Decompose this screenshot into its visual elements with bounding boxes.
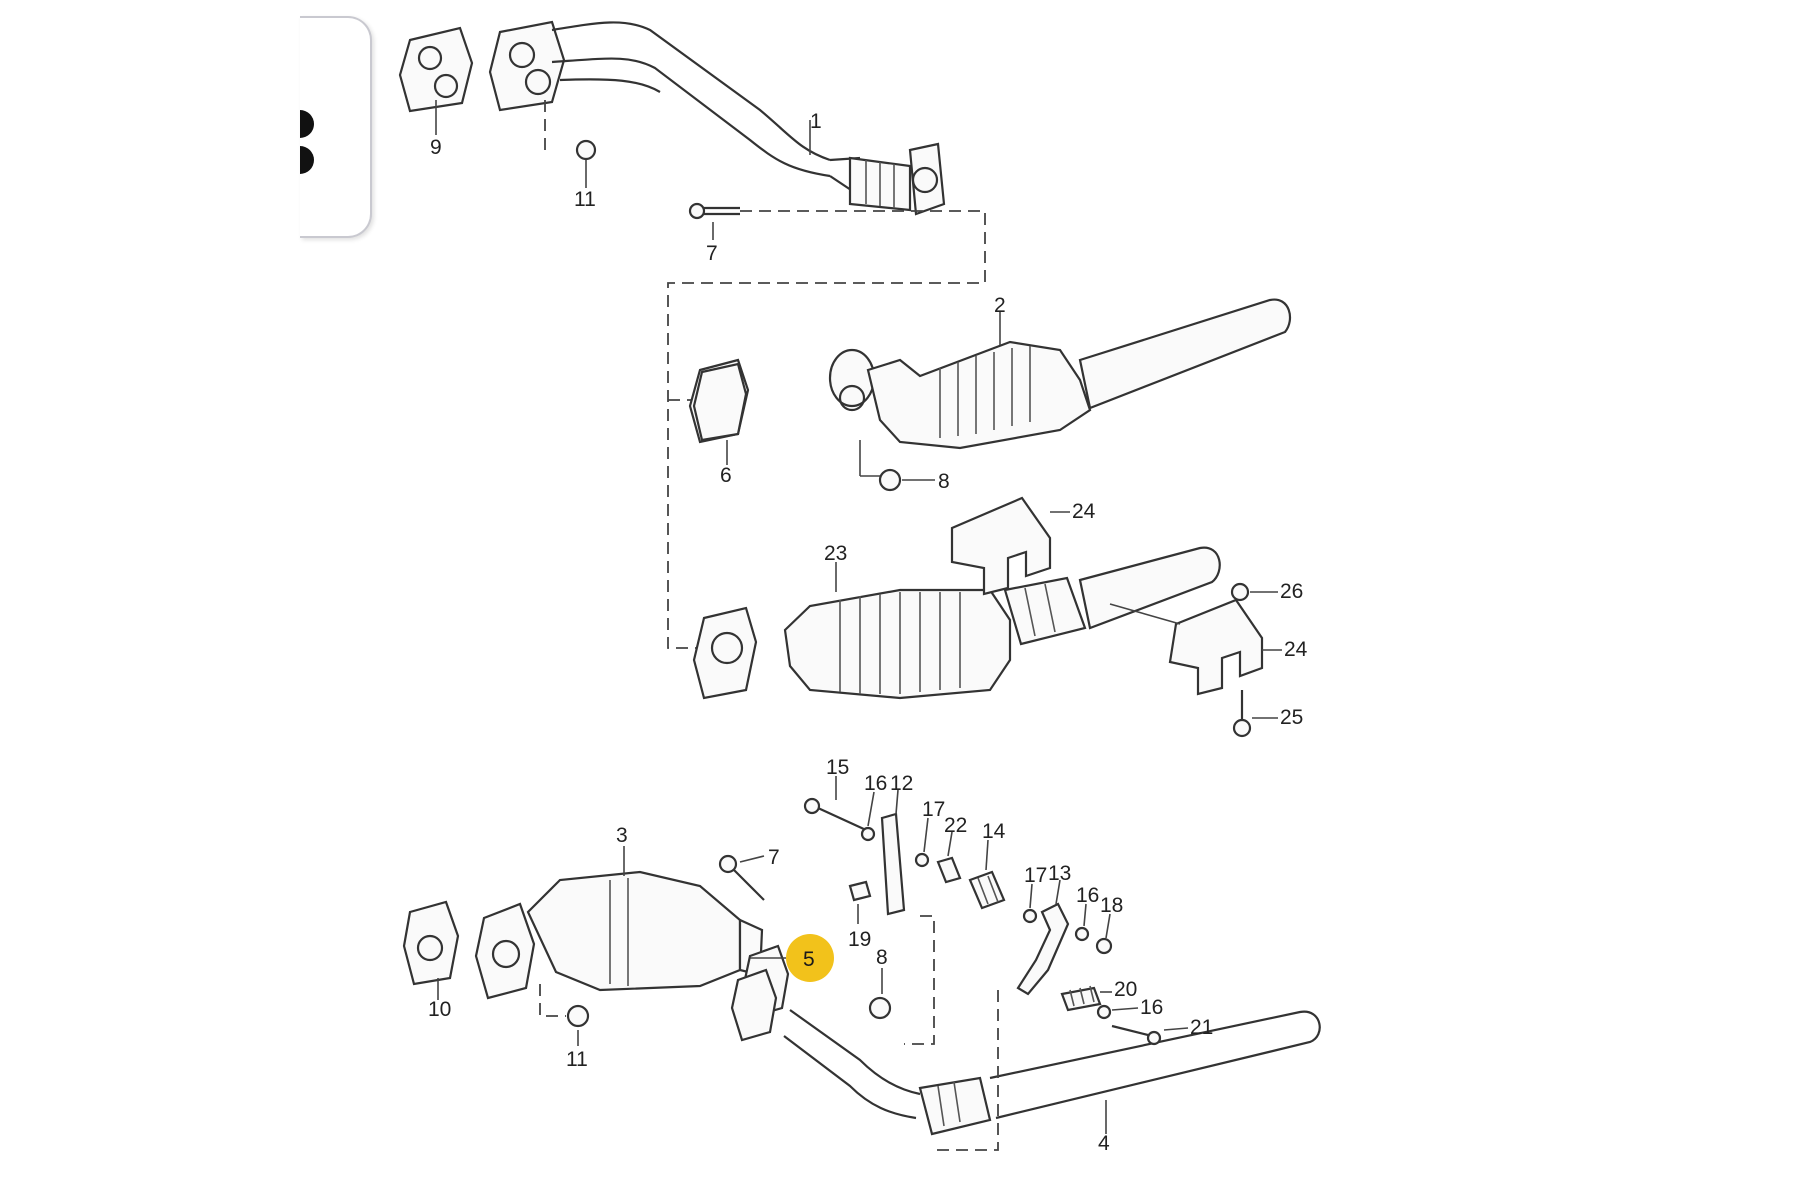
highlight-badge	[786, 934, 834, 982]
washer-part-17-lower[interactable]	[1022, 883, 1038, 924]
callout-13[interactable]: 13	[1048, 862, 1071, 885]
bracket-part-13[interactable]	[1016, 879, 1070, 996]
callout-14[interactable]: 14	[982, 820, 1006, 843]
callout-24-lower[interactable]: 24	[1284, 638, 1308, 661]
callout-2[interactable]: 2	[994, 294, 1006, 317]
front-pipe-part-1[interactable]	[398, 20, 986, 649]
callout-6[interactable]: 6	[720, 464, 732, 487]
callout-25[interactable]: 25	[1280, 706, 1303, 729]
catalytic-converter-part-23[interactable]	[692, 546, 1221, 700]
callout-26[interactable]: 26	[1280, 580, 1303, 603]
callout-5: 5	[803, 948, 815, 971]
callout-15[interactable]: 15	[826, 756, 849, 779]
tab-grip-icon	[300, 146, 314, 174]
callout-24-upper[interactable]: 24	[1072, 500, 1096, 523]
hanger-part-24-lower[interactable]	[1109, 598, 1282, 696]
assembly-leader	[934, 990, 999, 1151]
bolt-part-15[interactable]	[803, 776, 867, 831]
nut-part-11-lower[interactable]	[539, 984, 590, 1046]
catalytic-converter-part-2[interactable]	[688, 298, 1292, 492]
callout-1[interactable]: 1	[810, 110, 822, 133]
washer-part-16-upper[interactable]	[860, 791, 876, 842]
bolt-part-7-lower[interactable]	[718, 854, 765, 901]
hanger-part-24-upper[interactable]	[950, 496, 1070, 596]
catalytic-converter-part-3[interactable]	[474, 846, 764, 1000]
washer-part-16-middle[interactable]	[1074, 903, 1090, 942]
callout-labels: 1 2 3 4 6 7 7 8 8 9 10 11 11 12 13 14 15…	[428, 110, 1308, 1155]
bracket-part-12[interactable]	[880, 789, 935, 1045]
nut-part-26[interactable]	[1230, 582, 1278, 602]
callout-8-lower[interactable]: 8	[876, 946, 888, 969]
callout-23[interactable]: 23	[824, 542, 847, 565]
callout-11-lower[interactable]: 11	[566, 1048, 588, 1071]
washer-part-17-upper[interactable]	[914, 817, 930, 868]
callout-11-upper[interactable]: 11	[574, 188, 596, 211]
rear-pipe-part-4[interactable]	[730, 944, 1321, 1136]
callout-7-lower[interactable]: 7	[768, 846, 780, 869]
nut-part-18[interactable]	[1095, 913, 1113, 955]
callout-7-upper[interactable]: 7	[706, 242, 718, 265]
callout-9[interactable]: 9	[430, 136, 442, 159]
spring-part-20[interactable]	[1060, 985, 1112, 1012]
nut-part-8-lower[interactable]	[868, 968, 892, 1020]
callout-17-upper[interactable]: 17	[922, 798, 945, 821]
callout-19[interactable]: 19	[848, 928, 871, 951]
callout-12[interactable]: 12	[890, 772, 913, 795]
bolt-part-25[interactable]	[1232, 690, 1278, 738]
callout-20[interactable]: 20	[1114, 978, 1137, 1001]
gasket-part-6[interactable]	[692, 362, 748, 465]
callout-3[interactable]: 3	[616, 824, 628, 847]
highlighted-callout-5[interactable]: 5	[750, 934, 834, 982]
side-panel-tab[interactable]	[300, 16, 372, 238]
spacer-part-22[interactable]	[936, 831, 962, 884]
callout-4[interactable]: 4	[1098, 1132, 1110, 1155]
callout-18[interactable]: 18	[1100, 894, 1123, 917]
callout-16-lower[interactable]: 16	[1140, 996, 1163, 1019]
clip-part-19[interactable]	[848, 880, 872, 924]
callout-21[interactable]: 21	[1190, 1016, 1213, 1039]
washer-part-16-lower[interactable]	[1096, 1004, 1139, 1020]
callout-8-upper[interactable]: 8	[938, 470, 950, 493]
callout-17-lower[interactable]: 17	[1024, 864, 1047, 887]
callout-16-middle[interactable]: 16	[1076, 884, 1099, 907]
callout-16-upper[interactable]: 16	[864, 772, 887, 795]
callout-22[interactable]: 22	[944, 814, 967, 837]
tab-grip-icon	[300, 110, 314, 138]
bolt-part-21[interactable]	[1111, 1024, 1189, 1046]
callout-10[interactable]: 10	[428, 998, 451, 1021]
gasket-part-10[interactable]	[402, 900, 460, 1000]
rubber-mount-part-14[interactable]	[968, 839, 1006, 910]
